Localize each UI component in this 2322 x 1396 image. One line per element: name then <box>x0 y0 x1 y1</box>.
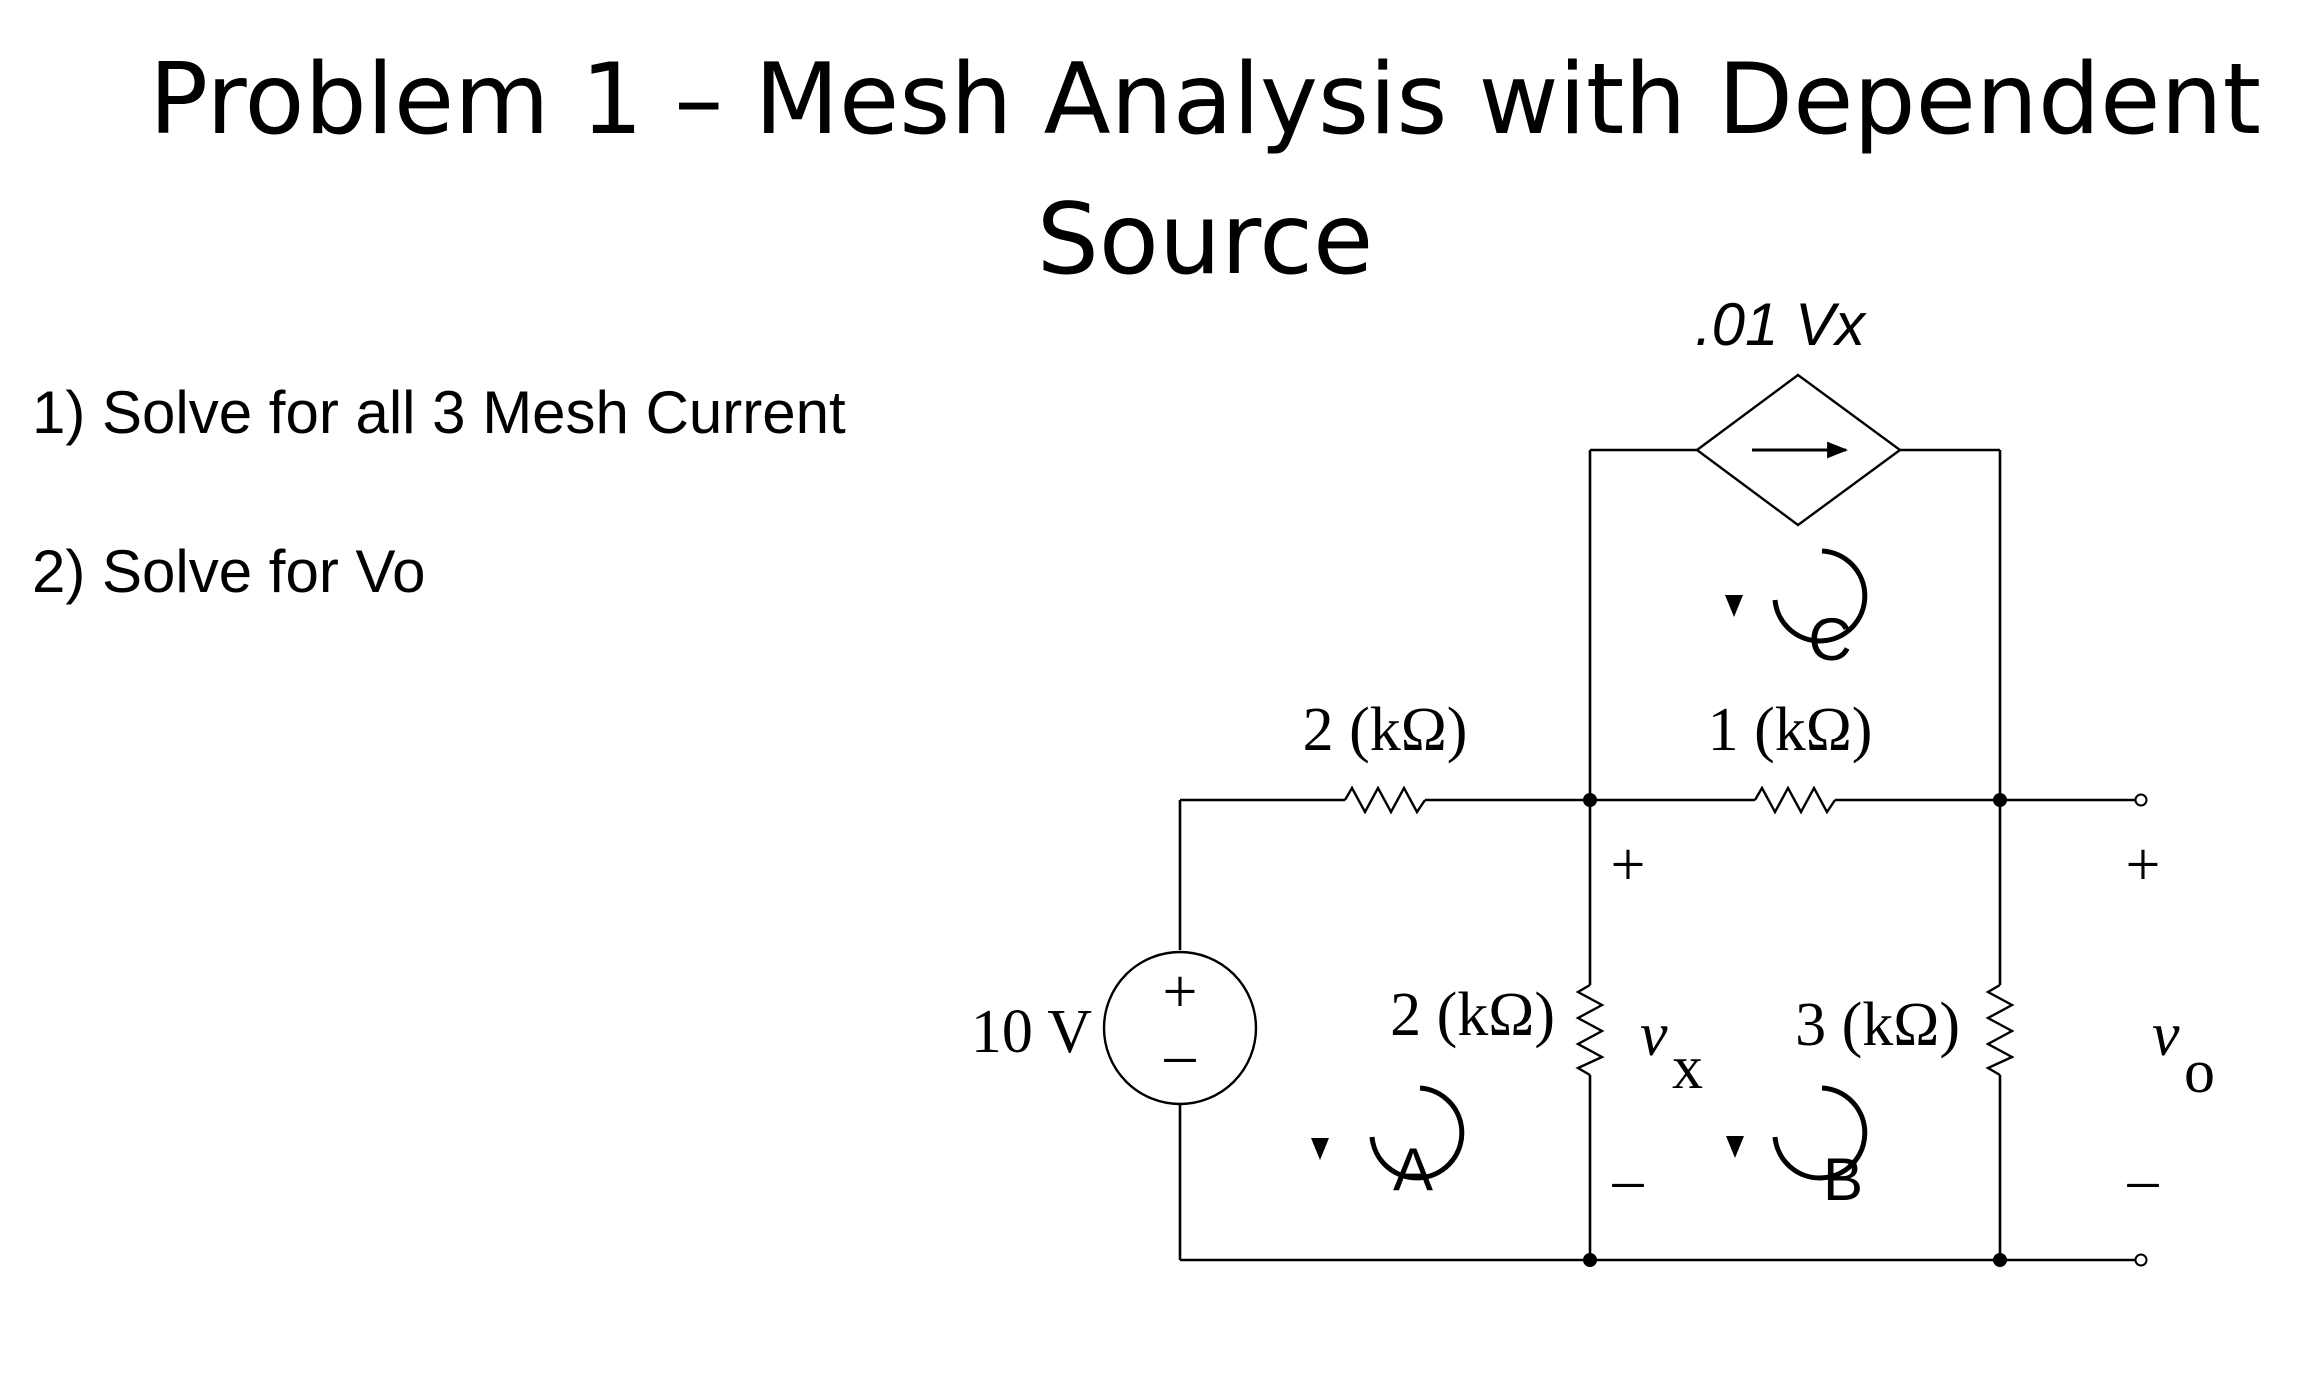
vx-minus: – <box>1612 1146 1645 1214</box>
resistor-right-label: 3 (kΩ) <box>1795 991 1960 1059</box>
slide-title: Problem 1 – Mesh Analysis with Dependent… <box>148 43 2262 297</box>
resistor-top-right <box>1753 785 1836 815</box>
vo-minus: – <box>2127 1146 2160 1214</box>
node-bottom-right <box>1993 1253 2007 1267</box>
dependent-source-label: .01 Vx <box>1695 291 1867 358</box>
resistor-top-right-label: 1 (kΩ) <box>1708 696 1873 764</box>
task-item-1: 1) Solve for all 3 Mesh Current <box>32 379 846 446</box>
resistor-middle-label: 2 (kΩ) <box>1390 981 1555 1049</box>
output-terminal-bottom <box>2134 1253 2148 1267</box>
mesh-b-arrowhead <box>1726 1136 1744 1158</box>
voltage-source-minus: – <box>1164 1021 1197 1089</box>
voltage-source-plus: + <box>1163 958 1198 1026</box>
dependent-current-source <box>1694 373 1903 527</box>
node-top-middle <box>1583 793 1597 807</box>
vx-subscript: x <box>1672 1034 1703 1102</box>
voltage-source-label: 10 V <box>971 998 1092 1066</box>
output-terminal-top <box>2134 793 2148 807</box>
node-top-right <box>1993 793 2007 807</box>
mesh-a-arrowhead <box>1311 1138 1329 1160</box>
mesh-c-arrowhead <box>1725 595 1743 617</box>
mesh-b-label: B <box>1823 1146 1863 1213</box>
voltage-source-symbol <box>1102 950 1258 1106</box>
vx-plus: + <box>1611 831 1646 899</box>
resistor-middle <box>1575 983 1605 1077</box>
resistor-top-left-label: 2 (kΩ) <box>1303 696 1468 764</box>
mesh-a-arrow-icon <box>1369 1085 1465 1181</box>
vx-variable: v <box>1640 1001 1668 1069</box>
voltage-source: + – <box>1102 950 1258 1106</box>
vo-variable: v <box>2152 1001 2180 1069</box>
resistor-right <box>1985 983 2015 1077</box>
circuit-wires <box>1178 448 2136 1262</box>
mesh-c-arrow-icon <box>1772 548 1868 644</box>
mesh-a-label: A <box>1393 1136 1433 1203</box>
mesh-c-label: C <box>1808 606 1851 673</box>
resistor-top-left <box>1343 785 1426 815</box>
mesh-b-arrow-icon <box>1772 1085 1868 1181</box>
task-item-2: 2) Solve for Vo <box>32 538 426 605</box>
circuit-nodes <box>1583 793 2148 1267</box>
node-bottom-middle <box>1583 1253 1597 1267</box>
vo-plus: + <box>2126 831 2161 899</box>
vo-subscript: o <box>2184 1038 2215 1106</box>
